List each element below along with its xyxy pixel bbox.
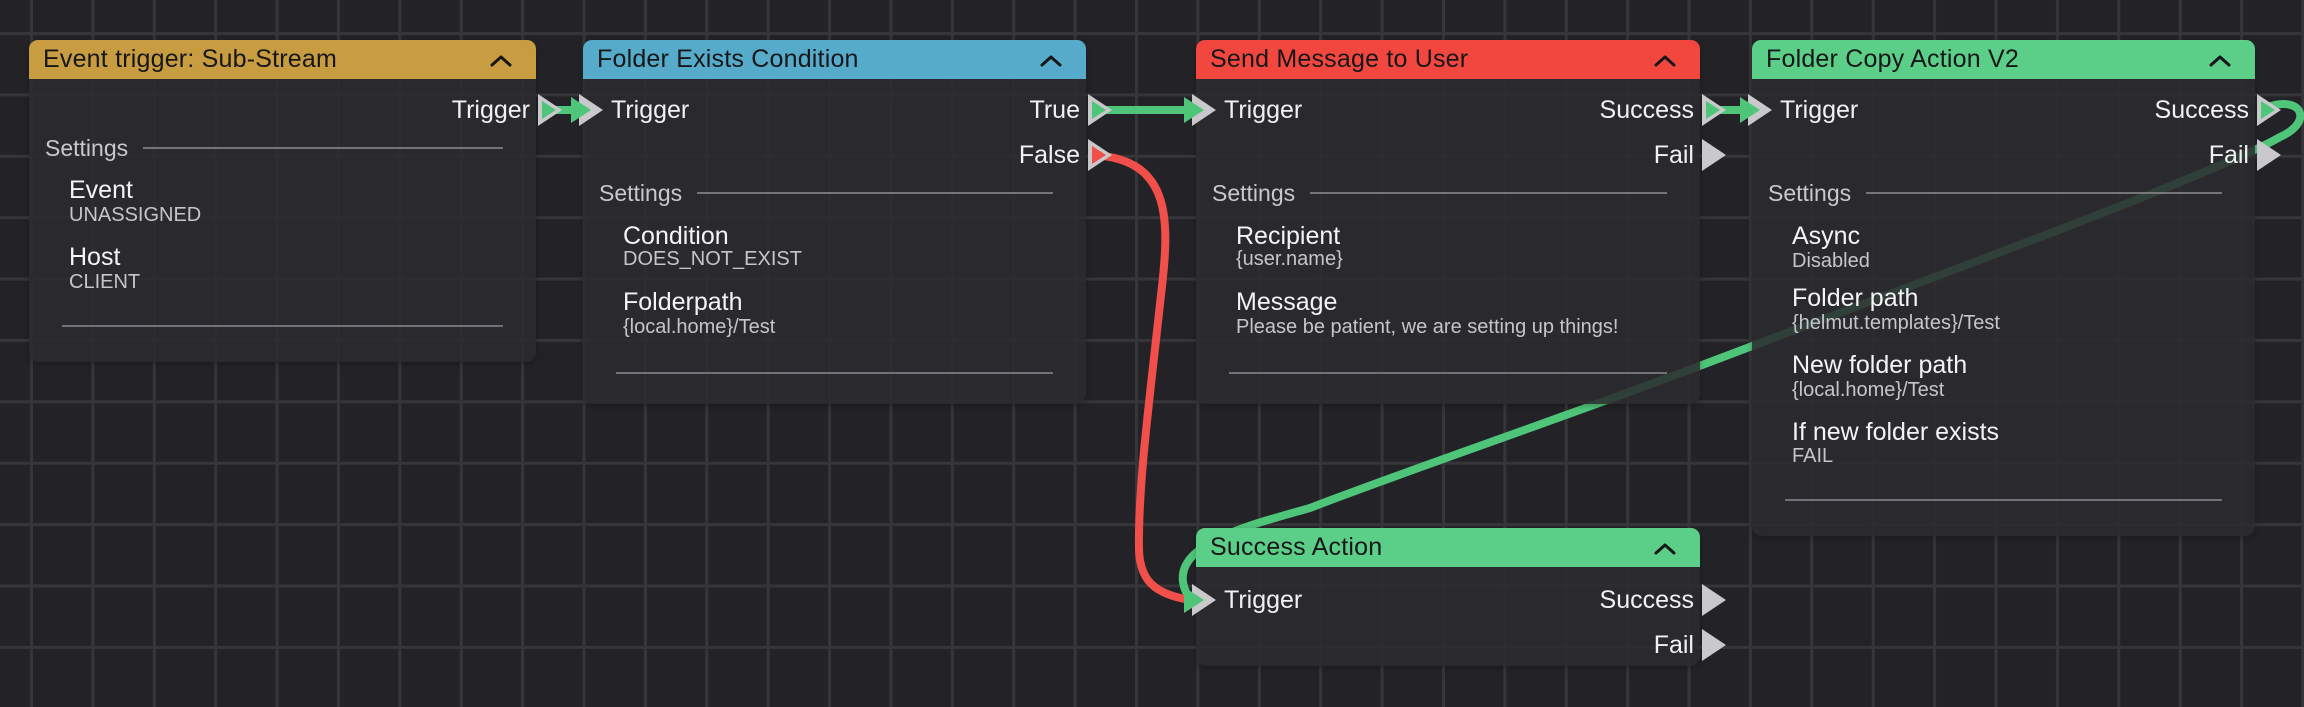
node-title: Folder Copy Action V2: [1766, 45, 2019, 73]
output-port-fail[interactable]: [1702, 139, 1726, 171]
node-header[interactable]: Folder Exists Condition: [583, 40, 1086, 79]
collapse-chevron-icon[interactable]: [2209, 55, 2231, 67]
node-folder-copy-action-v2[interactable]: Folder Copy Action V2 Trigger Success Fa…: [1752, 40, 2255, 536]
output-port-label: Fail: [1653, 631, 1694, 659]
input-port-label: Trigger: [1224, 586, 1303, 614]
node-success-action[interactable]: Success Action Trigger Success Fail: [1196, 528, 1700, 666]
setting-value: {local.home}/Test: [623, 316, 776, 338]
collapse-chevron-icon[interactable]: [1040, 55, 1062, 67]
setting-value: DOES_NOT_EXIST: [623, 248, 802, 270]
output-port-label: Trigger: [451, 96, 530, 124]
node-footer-divider: [616, 372, 1053, 374]
node-header[interactable]: Send Message to User: [1196, 40, 1700, 79]
node-footer-divider: [1785, 499, 2222, 501]
output-port-label: Fail: [2208, 141, 2249, 169]
setting-value: Disabled: [1792, 250, 1870, 272]
node-event-trigger[interactable]: Event trigger: Sub-Stream Trigger Settin…: [29, 40, 536, 362]
node-footer-divider: [62, 325, 503, 327]
port-wire-fill: [542, 101, 556, 119]
output-port-fail[interactable]: [2257, 139, 2281, 171]
setting-value: {helmut.templates}/Test: [1792, 312, 2000, 334]
setting-name: Folderpath: [623, 288, 743, 316]
setting-value: FAIL: [1792, 445, 1834, 467]
node-title: Folder Exists Condition: [597, 45, 859, 73]
collapse-chevron-icon[interactable]: [490, 55, 512, 67]
output-port-label: Fail: [1653, 141, 1694, 169]
node-header[interactable]: Success Action: [1196, 528, 1700, 567]
port-wire-fill: [1092, 101, 1106, 119]
settings-section-header: Settings: [45, 134, 503, 162]
node-header[interactable]: Folder Copy Action V2: [1752, 40, 2255, 79]
port-wire-fill: [1706, 101, 1720, 119]
input-port-label: Trigger: [1780, 96, 1859, 124]
wire-arrowhead: [1184, 97, 1204, 123]
collapse-chevron-icon[interactable]: [1654, 55, 1676, 67]
setting-name: Host: [69, 243, 121, 271]
input-port-label: Trigger: [611, 96, 690, 124]
setting-value: UNASSIGNED: [69, 204, 202, 226]
settings-section-header: Settings: [1768, 179, 2222, 207]
setting-name: Event: [69, 176, 133, 204]
input-port-label: Trigger: [1224, 96, 1303, 124]
output-port-label: False: [1018, 141, 1080, 169]
port-wire-fill: [1092, 146, 1106, 164]
wire-arrowhead: [1184, 587, 1204, 613]
output-port-label: Success: [2154, 96, 2249, 124]
connection-false-to-success-action[interactable]: [1090, 151, 1194, 604]
settings-section-header: Settings: [599, 179, 1053, 207]
setting-name: Message: [1236, 288, 1338, 316]
wire-arrowhead: [571, 97, 591, 123]
setting-name: Recipient: [1236, 222, 1341, 250]
node-header[interactable]: Event trigger: Sub-Stream: [29, 40, 536, 79]
collapse-chevron-icon[interactable]: [1654, 543, 1676, 555]
setting-value: {user.name}: [1236, 248, 1343, 270]
settings-label: Settings: [1212, 180, 1296, 206]
setting-value: CLIENT: [69, 271, 141, 293]
node-send-message-to-user[interactable]: Send Message to User Trigger Success Fai…: [1196, 40, 1700, 404]
node-title: Send Message to User: [1210, 45, 1469, 73]
settings-label: Settings: [45, 135, 129, 161]
output-port-label: Success: [1599, 586, 1694, 614]
output-port-label: Success: [1599, 96, 1694, 124]
setting-value: {local.home}/Test: [1792, 379, 1945, 401]
setting-name: Condition: [623, 222, 729, 250]
output-port-fail[interactable]: [1702, 629, 1726, 661]
node-footer-divider: [1229, 372, 1667, 374]
output-port-label: True: [1029, 96, 1080, 124]
output-port-success[interactable]: [1702, 584, 1726, 616]
settings-section-header: Settings: [1212, 179, 1667, 207]
setting-value: Please be patient, we are setting up thi…: [1236, 316, 1619, 338]
node-title: Success Action: [1210, 533, 1383, 561]
setting-name: New folder path: [1792, 351, 1968, 379]
setting-name: Async: [1792, 222, 1861, 250]
setting-name: If new folder exists: [1792, 418, 2000, 446]
settings-label: Settings: [599, 180, 683, 206]
settings-label: Settings: [1768, 180, 1852, 206]
wire-arrowhead: [1740, 97, 1760, 123]
node-folder-exists-condition[interactable]: Folder Exists Condition Trigger True Fal…: [583, 40, 1086, 404]
node-title: Event trigger: Sub-Stream: [43, 45, 338, 73]
port-wire-fill: [2261, 101, 2275, 119]
setting-name: Folder path: [1792, 284, 1919, 312]
